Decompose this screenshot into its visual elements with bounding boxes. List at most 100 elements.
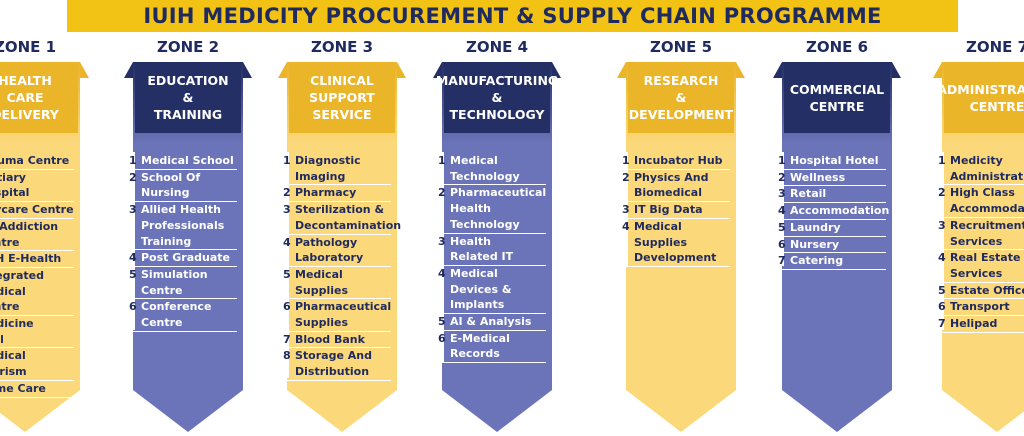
arrow-body xyxy=(133,62,243,432)
item-text-line: Transport xyxy=(950,300,1010,314)
item-text-line: Helipad xyxy=(950,317,998,331)
item-number: 6 xyxy=(938,300,946,314)
list-item: 3Daycare Centre xyxy=(0,202,74,219)
item-text: IUIH E-Health xyxy=(0,251,74,267)
item-text-line: Pharmaceutical xyxy=(295,300,392,314)
number-strip xyxy=(620,152,628,266)
item-text-line: Medical xyxy=(450,154,498,167)
item-number: 1 xyxy=(778,154,786,167)
item-text-line: Pharmaceutical xyxy=(450,186,547,200)
item-text: Hospital Hotel xyxy=(787,153,886,169)
item-text-line: Supplies xyxy=(295,316,349,330)
item-text-line: Incubator Hub xyxy=(634,154,723,167)
zone-1: ZONE 1HEALTHCAREDELIVERY1Trauma Centre2T… xyxy=(0,0,105,436)
zone-header-line: CLINICAL xyxy=(310,73,374,88)
zone-header-line: COMMERCIAL xyxy=(789,81,885,97)
zone-item-list: 1MedicityAdministration2High ClassAccomm… xyxy=(938,153,1024,333)
item-number: 2 xyxy=(778,170,786,184)
arrow-body xyxy=(287,62,397,432)
item-text-line: Laundry xyxy=(790,220,841,234)
item-text-line: Home Care xyxy=(0,381,46,395)
item-text-line: IT Big Data xyxy=(634,203,703,217)
arrow-body xyxy=(626,62,736,432)
item-number: 5 xyxy=(778,220,786,234)
ribbon-tabs xyxy=(80,62,89,78)
number-strip xyxy=(281,152,289,378)
programme-title: IUIH MEDICITY PROCUREMENT & SUPPLY CHAIN… xyxy=(143,4,882,28)
item-text: De-AddictionCentre xyxy=(0,219,74,250)
item-text: Home Care xyxy=(0,381,74,397)
zone-header-line: & xyxy=(675,90,687,105)
item-number: 5 xyxy=(129,267,137,281)
item-number: 4 xyxy=(283,235,291,249)
item-text-line: Biomedical xyxy=(634,186,702,200)
item-text-line: E-Medical xyxy=(450,331,510,345)
item-text-line: Records xyxy=(450,347,500,361)
item-text-line: Hospital xyxy=(0,186,30,200)
item-text-line: School Of xyxy=(141,170,201,184)
item-text-line: Integrated xyxy=(0,268,44,282)
item-text-line: Centre xyxy=(0,300,20,314)
zone-arrow-graphic xyxy=(933,62,1024,432)
item-text: Transport xyxy=(947,299,1024,315)
item-text-line: Medicity xyxy=(950,154,1003,167)
item-text-line: Blood Bank xyxy=(295,332,365,346)
item-number: 2 xyxy=(283,186,291,200)
item-text: IT Big Data xyxy=(631,202,730,218)
item-text: Nursery xyxy=(787,237,886,253)
item-number: 4 xyxy=(622,219,630,233)
zone-header-line: CENTRE xyxy=(809,98,865,114)
zone-header-line: TRAINING xyxy=(153,107,223,122)
item-text-line: Retail xyxy=(790,187,827,201)
arrow-body xyxy=(442,62,552,432)
zone-label: ZONE 3 xyxy=(310,38,374,56)
item-text-line: Pathology xyxy=(295,235,358,249)
zone-header-line: SUPPORT xyxy=(309,90,375,105)
item-text-line: IUIH E-Health xyxy=(0,252,62,266)
arrow-body xyxy=(0,62,80,432)
item-text: Pharmacy xyxy=(292,185,391,201)
item-text-line: Distribution xyxy=(295,365,370,379)
zone-header: HEALTHCAREDELIVERY xyxy=(0,62,78,133)
item-text-line: Services xyxy=(950,234,1003,248)
item-text-line: Supplies xyxy=(634,235,688,249)
item-text-line: Technology xyxy=(450,169,520,183)
number-strip xyxy=(127,152,135,330)
item-text-line: Recruitment xyxy=(950,218,1024,232)
item-text: Helipad xyxy=(947,316,1024,332)
zone-header: MANUFACTURING&TECHNOLOGY xyxy=(436,62,558,133)
zone-header-line: CENTRE xyxy=(969,98,1024,114)
item-text-line: Supplies xyxy=(295,283,349,297)
list-item: 6IntegratedMedicalCentre xyxy=(0,268,74,317)
item-text: Retail xyxy=(787,186,886,202)
list-item: 2TertiaryHospital xyxy=(0,170,74,203)
item-text: MedicityAdministration xyxy=(947,153,1024,184)
zone-label: ZONE 7 xyxy=(965,38,1024,56)
item-text-line: Sterilization & xyxy=(295,203,385,217)
item-text: Laundry xyxy=(787,220,886,236)
